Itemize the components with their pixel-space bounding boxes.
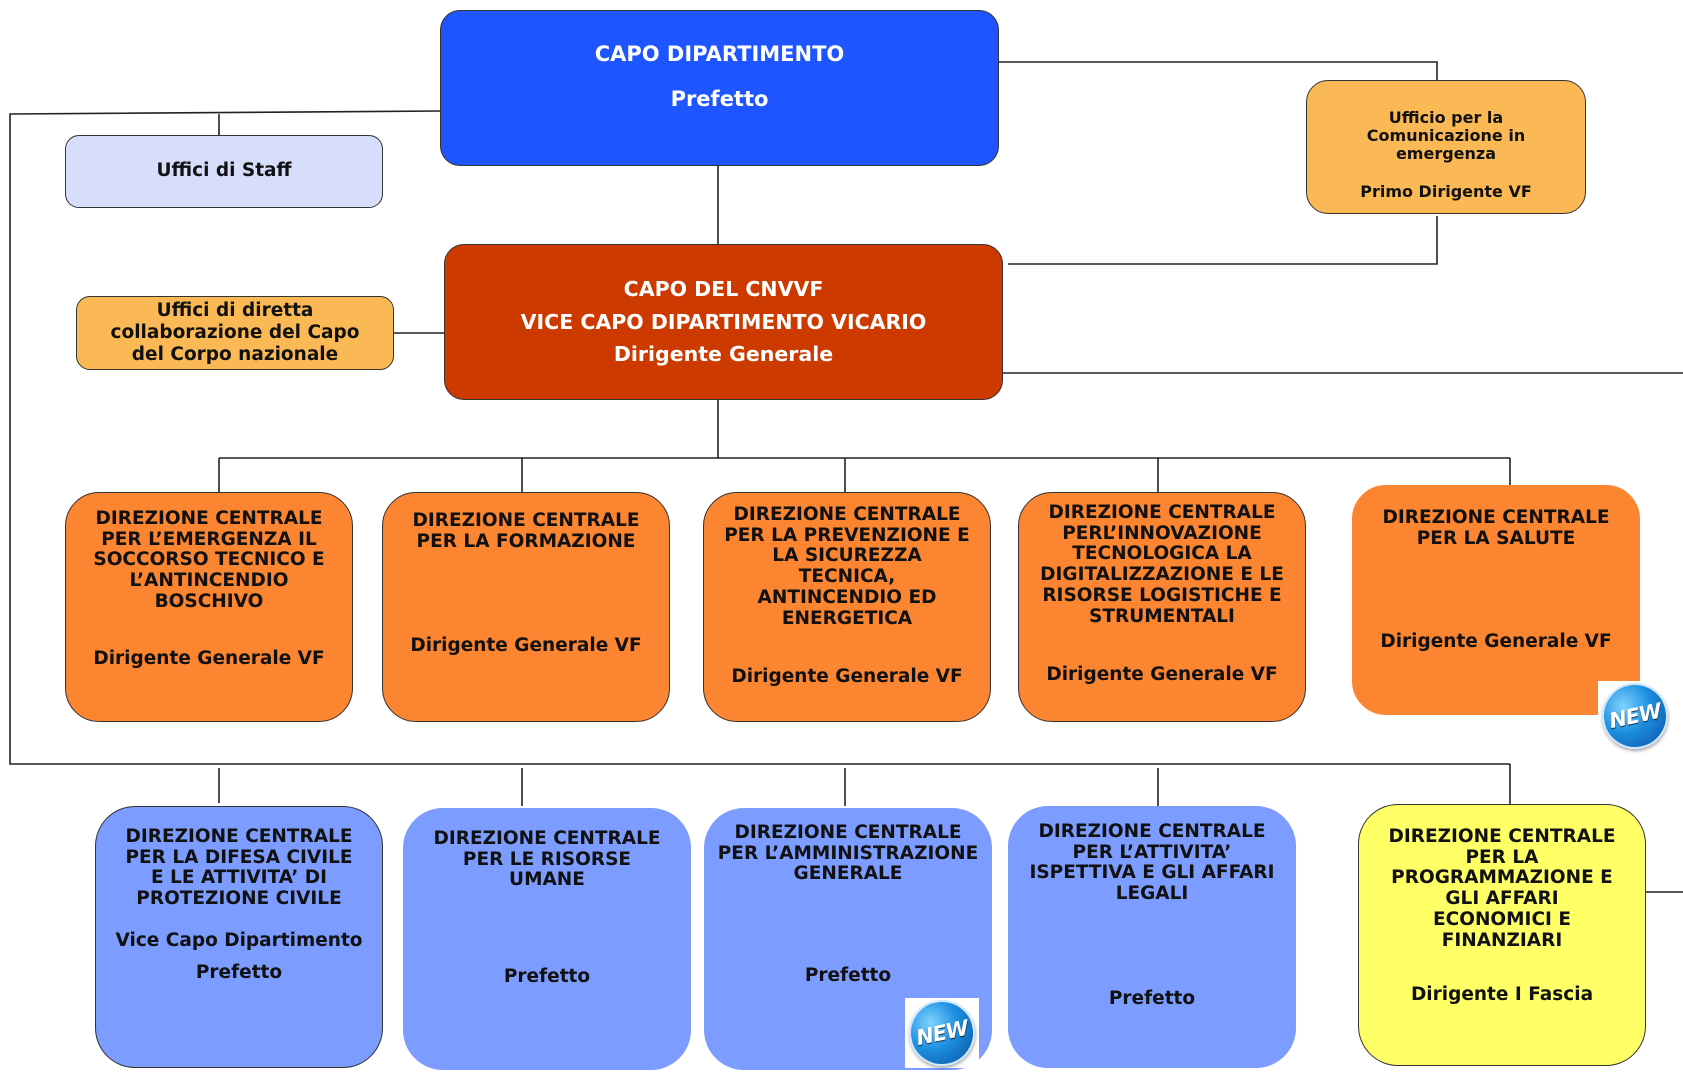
direzione-formazione-box: DIREZIONE CENTRALE PER LA FORMAZIONE Dir… (382, 492, 670, 722)
direzione-salute-role: Dirigente Generale VF (1380, 631, 1612, 652)
direzione-innovazione-title: DIREZIONE CENTRALE PERL’INNOVAZIONE TECN… (1040, 502, 1284, 627)
direzione-programmazione-box: DIREZIONE CENTRALE PER LA PROGRAMMAZIONE… (1358, 804, 1646, 1066)
direzione-ispettiva-box: DIREZIONE CENTRALE PER L’ATTIVITA’ ISPET… (1008, 806, 1296, 1068)
ufficio-comunicazione-title: Ufficio per la Comunicazione in emergenz… (1366, 108, 1526, 163)
ufficio-comunicazione-role: Primo Dirigente VF (1360, 181, 1532, 201)
direzione-prevenzione-box: DIREZIONE CENTRALE PER LA PREVENZIONE E … (703, 492, 991, 722)
direzione-formazione-role: Dirigente Generale VF (410, 635, 642, 656)
capo-dipartimento-title: CAPO DIPARTIMENTO (594, 42, 845, 66)
direzione-programmazione-role: Dirigente I Fascia (1410, 984, 1594, 1005)
direzione-formazione-title: DIREZIONE CENTRALE PER LA FORMAZIONE (412, 510, 640, 552)
new-badge-icon: NEW (1595, 676, 1675, 756)
capo-cnvvf-box: CAPO DEL CNVVF VICE CAPO DIPARTIMENTO VI… (444, 244, 1003, 400)
direzione-prevenzione-role: Dirigente Generale VF (731, 666, 963, 687)
direzione-risorse-umane-box: DIREZIONE CENTRALE PER LE RISORSE UMANE … (403, 808, 691, 1070)
direzione-prevenzione-title: DIREZIONE CENTRALE PER LA PREVENZIONE E … (724, 504, 970, 629)
direzione-salute-title: DIREZIONE CENTRALE PER LA SALUTE (1382, 507, 1610, 549)
direzione-difesa-civile-box: DIREZIONE CENTRALE PER LA DIFESA CIVILE … (95, 806, 383, 1068)
direzione-risorse-umane-role: Prefetto (503, 966, 591, 987)
capo-dipartimento-box: CAPO DIPARTIMENTO Prefetto (440, 10, 999, 166)
uffici-diretta-collaborazione-box: Uffici di diretta collaborazione del Cap… (76, 296, 394, 370)
direzione-amministrazione-title: DIREZIONE CENTRALE PER L’AMMINISTRAZIONE… (717, 822, 979, 885)
direzione-amministrazione-role: Prefetto (804, 965, 892, 986)
direzione-innovazione-role: Dirigente Generale VF (1046, 664, 1278, 685)
direzione-ispettiva-role: Prefetto (1108, 988, 1196, 1009)
direzione-programmazione-title: DIREZIONE CENTRALE PER LA PROGRAMMAZIONE… (1388, 826, 1616, 951)
direzione-risorse-umane-title: DIREZIONE CENTRALE PER LE RISORSE UMANE (433, 828, 661, 891)
ufficio-comunicazione-box: Ufficio per la Comunicazione in emergenz… (1306, 80, 1586, 214)
direzione-ispettiva-title: DIREZIONE CENTRALE PER L’ATTIVITA’ ISPET… (1029, 821, 1275, 905)
uffici-diretta-collaborazione-title: Uffici di diretta collaborazione del Cap… (110, 300, 360, 365)
direzione-emergenza-title: DIREZIONE CENTRALE PER L’EMERGENZA IL SO… (93, 508, 325, 612)
vice-capo-vicario-title: VICE CAPO DIPARTIMENTO VICARIO (520, 309, 927, 334)
uffici-staff-title: Uffici di Staff (156, 160, 292, 182)
new-badge-amministrazione: NEW (902, 993, 982, 1072)
direzione-emergenza-box: DIREZIONE CENTRALE PER L’EMERGENZA IL SO… (65, 492, 353, 722)
direzione-emergenza-role: Dirigente Generale VF (93, 648, 325, 669)
capo-cnvvf-role: Dirigente Generale (613, 342, 834, 367)
direzione-salute-box: DIREZIONE CENTRALE PER LA SALUTE Dirigen… (1352, 485, 1640, 715)
capo-dipartimento-role: Prefetto (670, 86, 769, 111)
capo-cnvvf-title: CAPO DEL CNVVF (623, 276, 824, 301)
direzione-innovazione-box: DIREZIONE CENTRALE PERL’INNOVAZIONE TECN… (1018, 492, 1306, 722)
direzione-difesa-civile-title: DIREZIONE CENTRALE PER LA DIFESA CIVILE … (125, 826, 353, 910)
direzione-difesa-civile-role: Vice Capo Dipartimento Prefetto (115, 930, 363, 984)
uffici-staff-box: Uffici di Staff (65, 135, 383, 208)
new-badge-icon: NEW (902, 993, 982, 1072)
new-badge-salute: NEW (1595, 676, 1675, 756)
